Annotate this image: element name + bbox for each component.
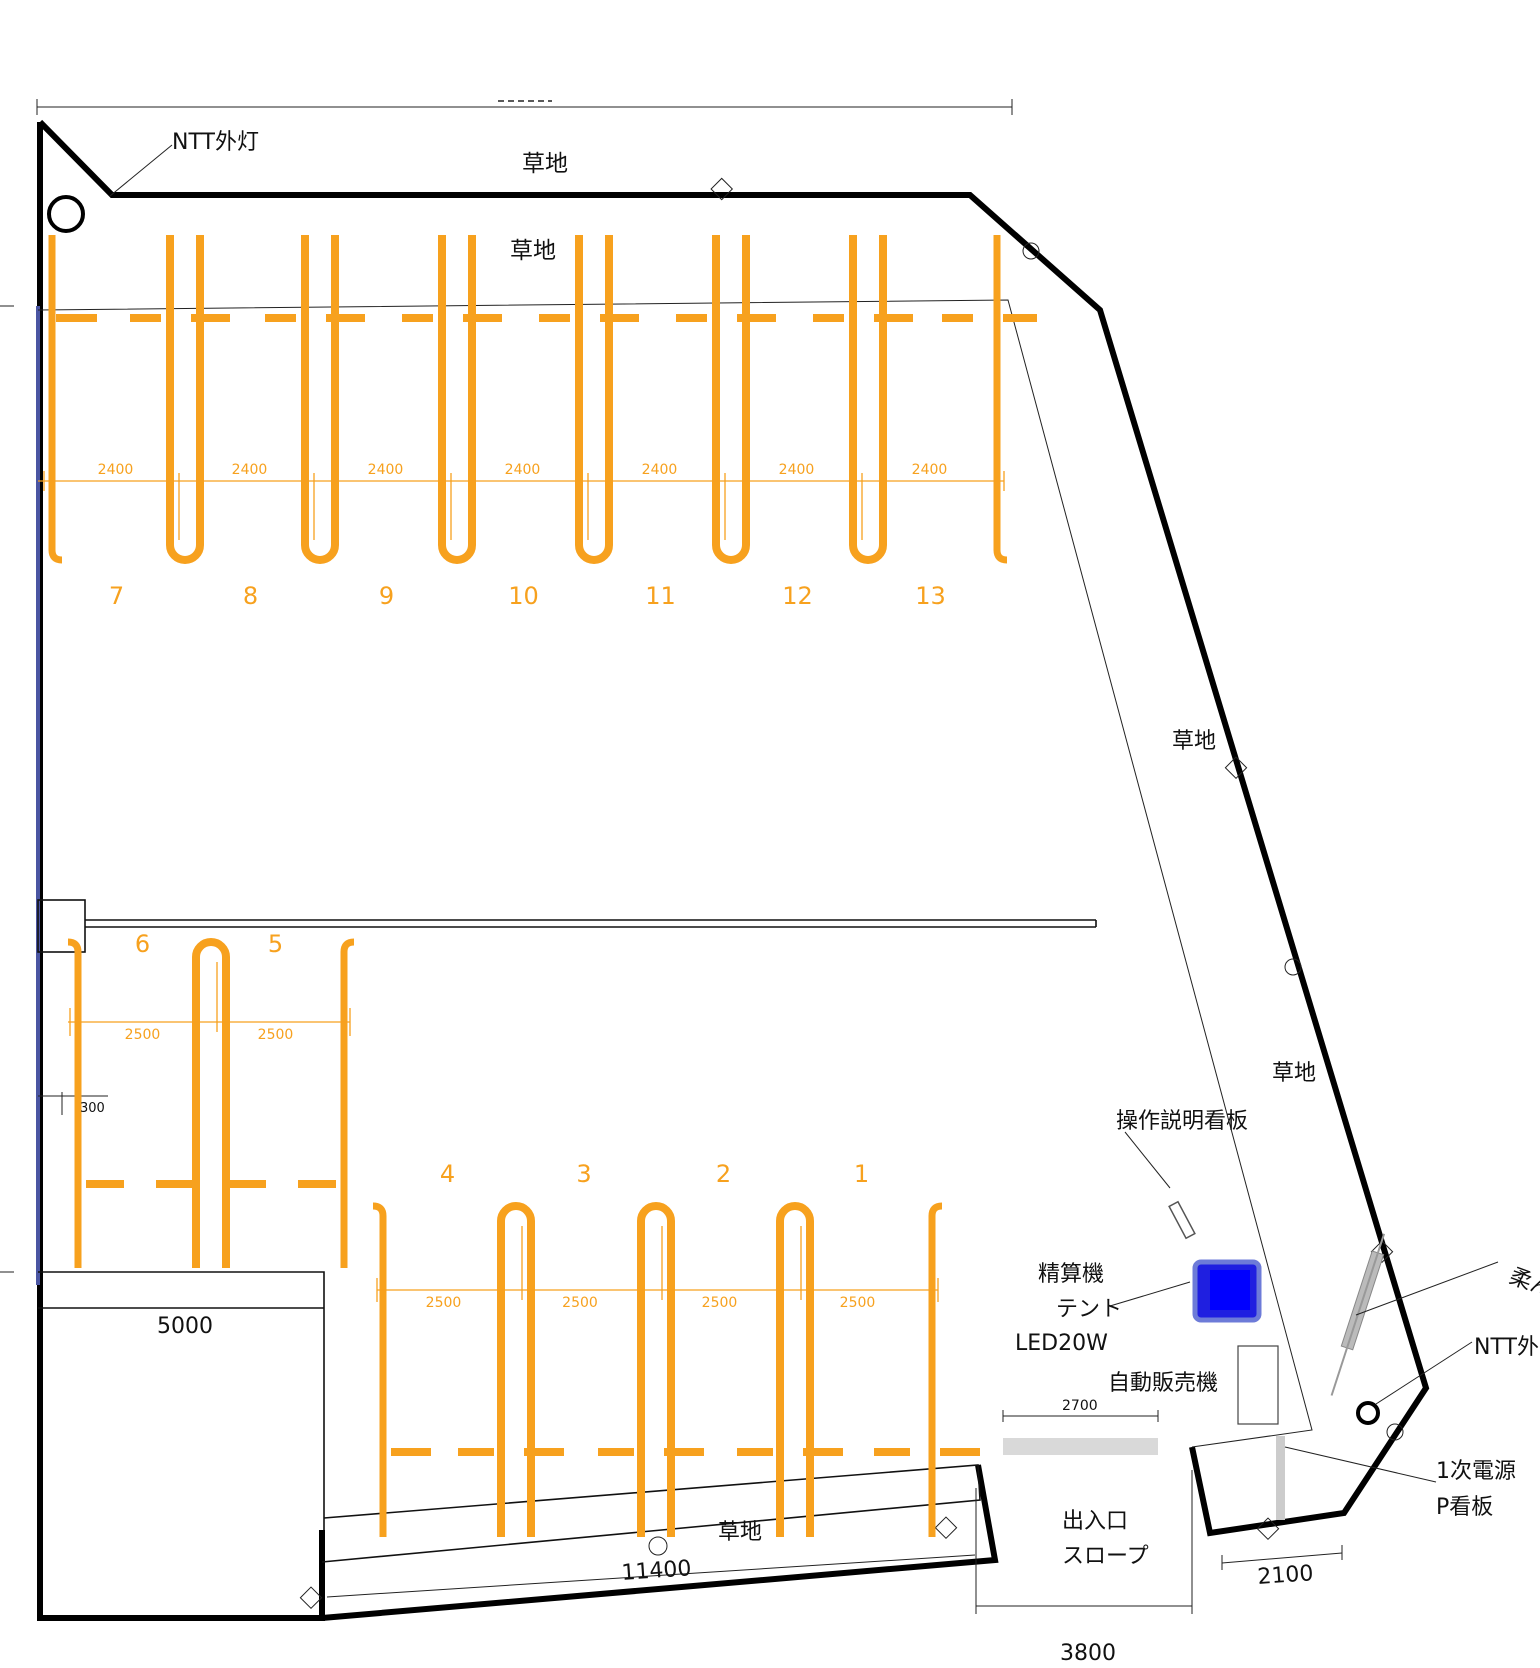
dimension-2100: 2100: [1257, 1561, 1315, 1590]
stall-edge-line: [993, 235, 1008, 564]
marker-diamond: [710, 177, 734, 201]
grass-label-bottom: 草地: [718, 1520, 762, 1545]
power-post: [1276, 1436, 1285, 1520]
top-dimension-line: [36, 99, 1013, 115]
entrance-label: 出入口: [1062, 1509, 1128, 1534]
stall-number: 11: [645, 582, 676, 610]
stall-number: 9: [379, 582, 394, 610]
marker-circle: [1022, 242, 1040, 260]
dimension-300: 300: [80, 1101, 105, 1116]
stall-edge-line: [67, 938, 82, 1268]
leader-lines: [1109, 1131, 1499, 1483]
site-boundary: [37, 119, 1430, 1621]
stall-number: 12: [782, 582, 813, 610]
marker-diamond: [299, 1586, 323, 1610]
tent-label: テント: [1056, 1297, 1122, 1322]
primary-power-label: 1次電源: [1436, 1459, 1516, 1484]
stall-divider: [438, 235, 476, 564]
ntt-light-marker-right: [1356, 1401, 1380, 1425]
cut-off-label-right: 柔ん: [1506, 1264, 1540, 1303]
stall-divider: [776, 1202, 814, 1537]
stall-divider: [166, 235, 204, 564]
slope-band: [1003, 1438, 1158, 1455]
stall-edge-line: [48, 235, 63, 564]
stall-edge-line: [340, 938, 355, 1268]
boundary-markers: [47, 144, 1473, 1610]
payment-machine-label: 精算機: [1038, 1262, 1104, 1287]
marker-diamond: [1224, 756, 1248, 780]
stall-edge-line: [928, 1202, 943, 1537]
stall-number: 6: [135, 930, 150, 958]
stall-number: 8: [243, 582, 258, 610]
stall-number: 7: [109, 582, 124, 610]
stall-divider: [712, 235, 750, 564]
stall-number: 4: [440, 1160, 455, 1188]
stall-divider: [575, 235, 613, 564]
stall-width-label: 2500: [702, 1295, 738, 1311]
marker-diamond: [1256, 1517, 1280, 1541]
stall-width-label: 2500: [562, 1295, 598, 1311]
stall-width-label: 2400: [779, 462, 815, 478]
stall-number: 2: [716, 1160, 731, 1188]
ntt-light-right-label: NTT外: [1474, 1335, 1539, 1360]
stall-width-label: 2400: [912, 462, 948, 478]
grass-label-top-inner: 草地: [510, 238, 556, 264]
ntt-light-label: NTT外灯: [172, 130, 259, 155]
operation-sign-board: [1168, 1200, 1196, 1240]
stall-width-label: 2500: [125, 1027, 161, 1043]
marker-circle: [648, 1536, 668, 1556]
grass-label-right-lower: 草地: [1272, 1061, 1316, 1086]
vending-machine: [1237, 1345, 1279, 1425]
stall-number: 5: [268, 930, 283, 958]
grass-label-top-outer: 草地: [522, 151, 568, 177]
stall-number: 3: [576, 1160, 591, 1188]
marker-circle: [1386, 1423, 1404, 1441]
payment-machine-panel: [1210, 1270, 1250, 1310]
stall-edge-line: [372, 1202, 387, 1537]
stall-width-label: 2400: [232, 462, 268, 478]
operation-sign-label: 操作説明看板: [1116, 1109, 1248, 1134]
stall-width-label: 2500: [426, 1295, 462, 1311]
dimension-lines: [38, 1092, 1343, 1614]
dimension-11400: 11400: [621, 1556, 693, 1586]
stall-width-label: 2500: [258, 1027, 294, 1043]
stall-divider: [637, 1202, 675, 1537]
stall-divider: [192, 938, 230, 1268]
ntt-light-marker-top: [47, 195, 85, 233]
stall-number: 13: [915, 582, 946, 610]
stall-width-label: 2400: [368, 462, 404, 478]
stall-divider: [849, 235, 887, 564]
vending-machine-label: 自動販売機: [1108, 1371, 1218, 1396]
stall-divider: [497, 1202, 535, 1537]
equipment: [1003, 1200, 1386, 1520]
marker-diamond: [934, 1516, 958, 1540]
stall-number: 1: [854, 1160, 869, 1188]
stall-width-label: 2400: [98, 462, 134, 478]
stall-width-label: 2400: [642, 462, 678, 478]
stall-number: 10: [508, 582, 539, 610]
stall-divider: [301, 235, 339, 564]
stall-width-label: 2400: [505, 462, 541, 478]
slope-label: スロープ: [1062, 1544, 1149, 1569]
marker-circle: [1284, 958, 1302, 976]
stall-width-label: 2500: [840, 1295, 876, 1311]
dimension-5000: 5000: [157, 1314, 213, 1339]
p-sign-label: P看板: [1436, 1495, 1493, 1520]
parking-stalls: 2400724008240092400102400112400122400132…: [38, 235, 1037, 1537]
inner-paved-outline: [37, 299, 1313, 1563]
dimension-3800: 3800: [1060, 1641, 1116, 1666]
dimension-2700: 2700: [1062, 1398, 1098, 1414]
grass-label-right-upper: 草地: [1172, 729, 1216, 754]
led-label: LED20W: [1015, 1331, 1108, 1356]
